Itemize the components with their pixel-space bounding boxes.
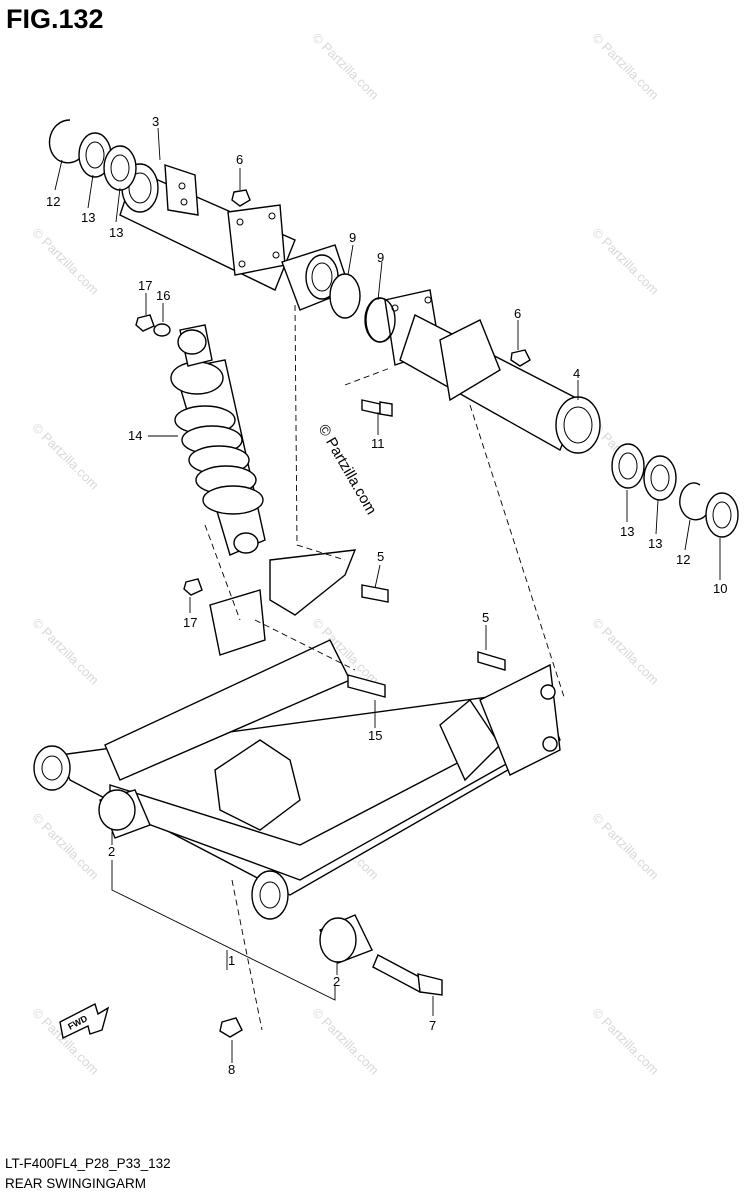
callout-11: 11: [371, 436, 385, 451]
callout-6: 6: [514, 306, 521, 321]
o-ring-9-left: [329, 273, 361, 319]
callout-13: 13: [648, 536, 662, 551]
callout-9: 9: [377, 250, 384, 265]
nut-17-lower: [183, 578, 203, 596]
bolt-7-head: [417, 973, 443, 996]
o-ring-9-right: [364, 297, 396, 343]
swingarm-1: [33, 549, 561, 920]
assembly-line: [344, 367, 391, 386]
pivot-tube-4: [365, 289, 601, 454]
assembly-line: [204, 524, 241, 621]
assembly-line: [254, 619, 356, 671]
callout-5: 5: [482, 610, 489, 625]
callout-2: 2: [108, 844, 115, 859]
nut-17-upper: [135, 314, 155, 332]
nut-8: [219, 1017, 243, 1038]
nut-6-upper: [231, 189, 251, 207]
callout-3: 3: [152, 114, 159, 129]
callout-6: 6: [236, 152, 243, 167]
callout-2: 2: [333, 974, 340, 989]
washer-16: [153, 323, 171, 337]
callout-4: 4: [573, 366, 580, 381]
callout-7: 7: [429, 1018, 436, 1033]
callout-5: 5: [377, 549, 384, 564]
callout-16: 16: [156, 288, 170, 303]
figure-title: FIG.132: [6, 4, 104, 34]
bolt-5-upper: [361, 584, 389, 603]
callout-8: 8: [228, 1062, 235, 1077]
bolt-7: [372, 954, 426, 993]
callout-17: 17: [183, 615, 197, 630]
dust-seal-10: [705, 492, 739, 538]
model-code: LT-F400FL4_P28_P33_132: [5, 1156, 171, 1171]
bearings-13-upper: [78, 132, 137, 191]
callout-10: 10: [713, 581, 727, 596]
assembly-line: [294, 304, 346, 561]
callout-13: 13: [81, 210, 95, 225]
callout-12: 12: [46, 194, 60, 209]
bearings-13-right: [611, 443, 677, 501]
callout-15: 15: [368, 728, 382, 743]
pivot-tube-3: [119, 163, 351, 311]
section-name: REAR SWINGINGARM: [5, 1176, 147, 1191]
circlip-12-right: [679, 482, 707, 521]
callout-14: 14: [128, 428, 142, 443]
bolt-15: [347, 674, 386, 698]
nut-6-right: [510, 349, 531, 367]
callout-17: 17: [138, 278, 152, 293]
callout-13: 13: [620, 524, 634, 539]
bolt-11: [361, 399, 393, 417]
shock-absorber-14: [170, 324, 266, 556]
bolt-5-lower: [477, 651, 506, 671]
bushing-2-left: [98, 789, 151, 839]
forward-arrow: FWD: [59, 1002, 110, 1040]
assembly-line: [231, 879, 263, 1031]
assembly-line: [469, 404, 566, 701]
callout-9: 9: [349, 230, 356, 245]
callout-1: 1: [228, 953, 235, 968]
callout-12: 12: [676, 552, 690, 567]
center-watermark: © Partzilla.com: [315, 422, 380, 518]
callout-13: 13: [109, 225, 123, 240]
bushing-2-right: [319, 914, 373, 964]
bracket-line: [111, 860, 336, 1001]
